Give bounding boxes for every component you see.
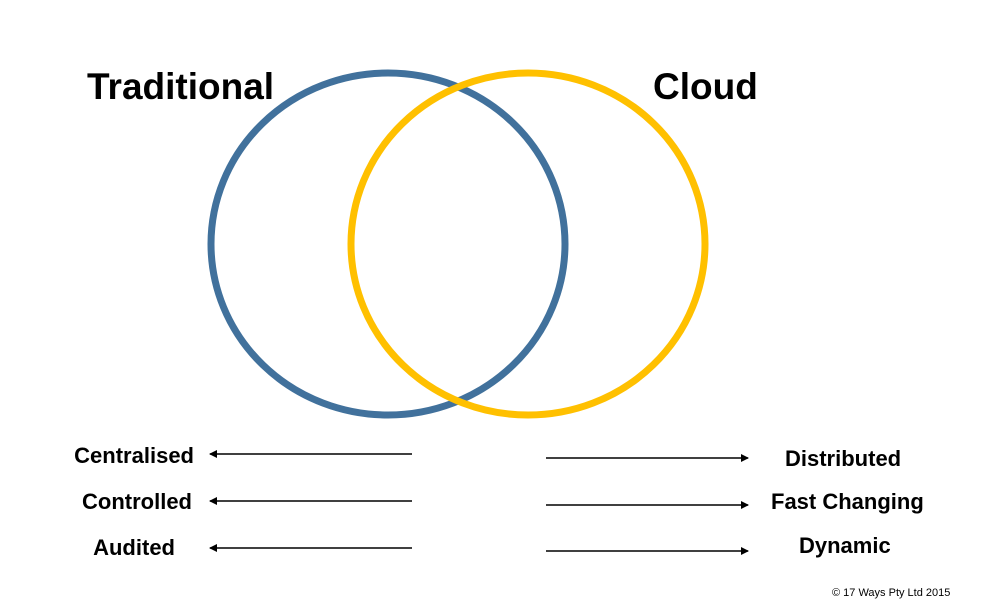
cloud-title: Cloud bbox=[653, 66, 758, 107]
label-audited: Audited bbox=[93, 535, 175, 560]
label-centralised: Centralised bbox=[74, 443, 194, 468]
traditional-circle bbox=[207, 69, 569, 419]
label-dynamic: Dynamic bbox=[799, 533, 891, 558]
label-fast-changing: Fast Changing bbox=[771, 489, 924, 514]
copyright: © 17 Ways Pty Ltd 2015 bbox=[832, 587, 951, 599]
traditional-title: Traditional bbox=[87, 66, 275, 107]
cloud-circle bbox=[347, 69, 709, 419]
label-controlled: Controlled bbox=[82, 489, 192, 514]
label-distributed: Distributed bbox=[785, 446, 902, 471]
